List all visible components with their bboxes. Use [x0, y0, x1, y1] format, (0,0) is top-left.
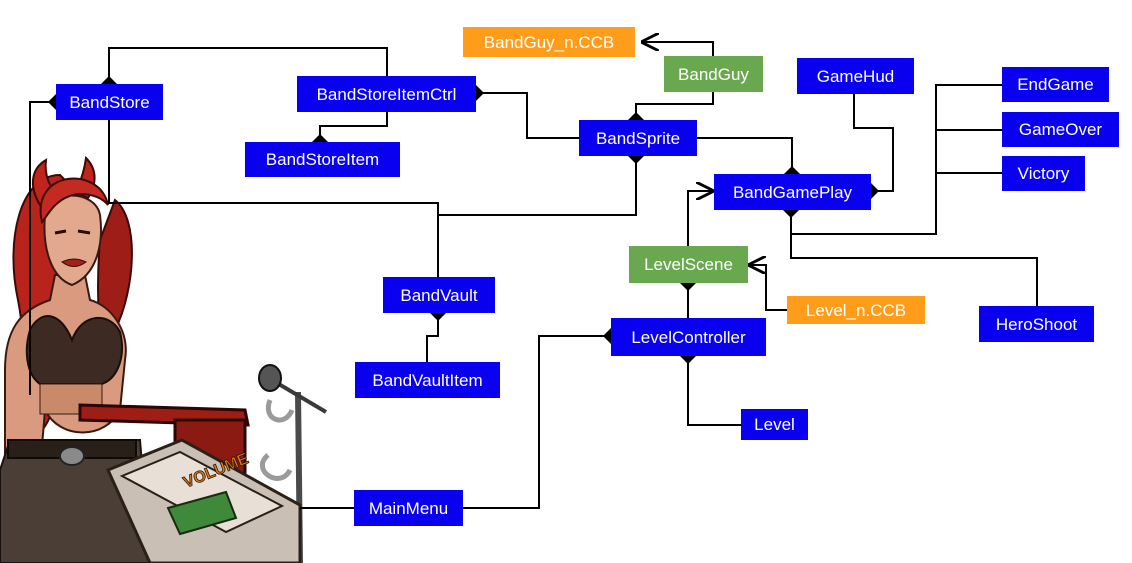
- node-band-vault: BandVault: [383, 277, 495, 313]
- link-level-to-levelcontroller: [680, 348, 741, 426]
- mic-arm: [270, 378, 328, 414]
- top: [25, 315, 123, 385]
- microphone: [258, 364, 282, 392]
- console-meter: [166, 490, 238, 536]
- lips: [61, 258, 87, 267]
- node-band-guy: BandGuy: [664, 56, 763, 92]
- node-band-game-play: BandGamePlay: [714, 174, 871, 210]
- link-endgame-to-gameplay: [783, 84, 1002, 235]
- node-band-sprite: BandSprite: [579, 120, 697, 156]
- link-edge-to-bandstore: [29, 94, 64, 395]
- node-game-hud: GameHud: [797, 58, 914, 94]
- node-level: Level: [741, 409, 808, 440]
- link-bandguy-to-bandsprite: [628, 92, 714, 128]
- node-hero-shoot: HeroShoot: [979, 306, 1094, 342]
- node-band-store-item: BandStoreItem: [245, 142, 400, 177]
- node-band-store: BandStore: [56, 84, 163, 120]
- link-gamehud-to-gameplay: [853, 94, 894, 199]
- hair-front: [39, 177, 109, 225]
- eyes: [54, 229, 91, 235]
- node-game-over: GameOver: [1002, 112, 1119, 147]
- node-band-guy-ccb: BandGuy_n.CCB: [463, 27, 635, 57]
- node-level-scene: LevelScene: [629, 246, 748, 283]
- handcuffs: [259, 399, 295, 481]
- link-bandguy-to-ccb: [641, 42, 714, 56]
- belt-buckle: [59, 446, 85, 466]
- link-bandsprite-to-ctrl: [468, 85, 579, 139]
- node-main-menu: MainMenu: [354, 490, 463, 526]
- node-band-vault-item: BandVaultItem: [355, 362, 500, 398]
- link-vaultitem-to-bandvault: [426, 305, 446, 362]
- link-storeitem-to-ctrl: [312, 112, 388, 150]
- link-levelccb-to-levelscene: [748, 265, 787, 311]
- link-mainmenu-to-levelcontroller: [463, 328, 619, 509]
- node-end-game: EndGame: [1002, 67, 1109, 102]
- node-victory: Victory: [1002, 156, 1085, 191]
- node-level-controller: LevelController: [611, 318, 766, 356]
- link-levelscene-to-gameplay: [687, 191, 714, 246]
- node-band-store-item-ctrl: BandStoreItemCtrl: [297, 76, 476, 112]
- link-bandvault-to-bandsprite: [438, 148, 644, 216]
- link-bandsprite-to-gameplay: [697, 137, 800, 182]
- link-storeitemctrl-to-bandstore: [101, 47, 388, 92]
- link-bandstore-to-bandvault: [108, 120, 439, 277]
- node-level-ccb: Level_n.CCB: [787, 296, 925, 324]
- link-heroshoot-to-gameplay: [790, 234, 1038, 306]
